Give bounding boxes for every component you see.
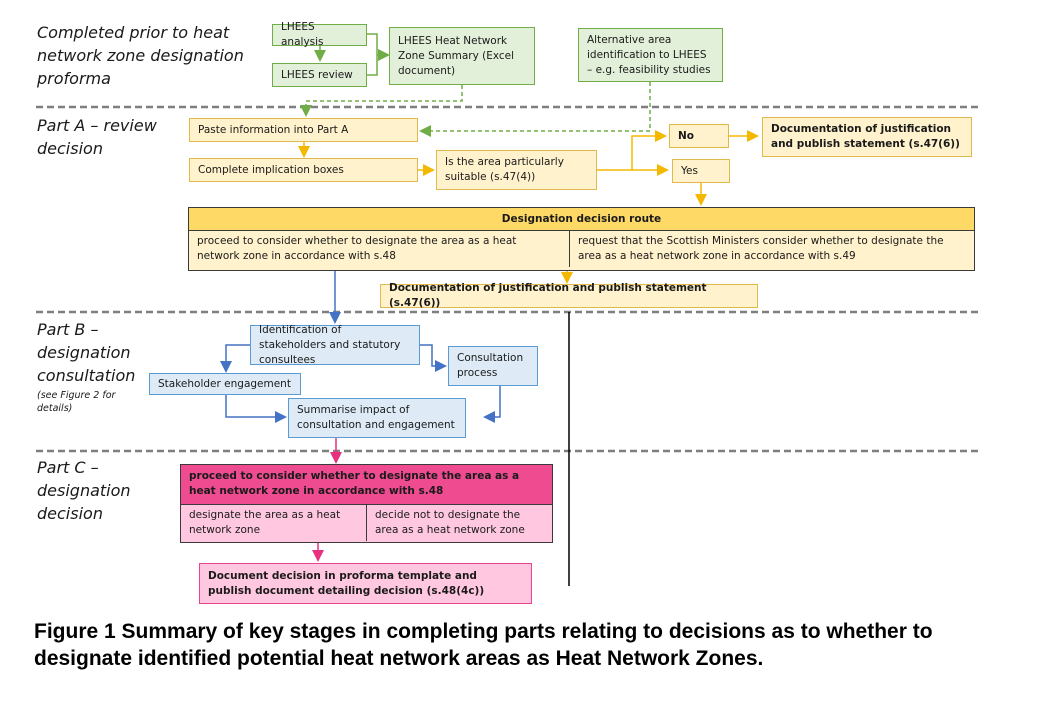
box-route-outcome-statement: Documentation of justification and publi… (380, 282, 758, 309)
box-stakeholder-engagement: Stakeholder engagement (149, 373, 301, 395)
arrow-identification-to-consultation (420, 344, 447, 372)
box-lhees-review: LHEES review (272, 63, 367, 87)
connector-analysis-bracket (367, 33, 378, 76)
box-document-decision: Document decision in proforma template a… (199, 563, 532, 604)
box-summarise-impact: Summarise impact of consultation and eng… (288, 398, 466, 438)
figure-caption: Figure 1 Summary of key stages in comple… (34, 620, 933, 670)
arrow-stakeholder-to-summarise (225, 395, 287, 423)
stage-label-part-c: Part C – designation decision (37, 458, 131, 523)
box-alternative-identification: Alternative area identification to LHEES… (578, 28, 723, 82)
box-identification-stakeholders: Identification of stakeholders and statu… (250, 324, 420, 366)
box-paste-information: Paste information into Part A (189, 118, 418, 142)
box-no-outcome-statement: Documentation of justification and publi… (762, 117, 972, 157)
designation-route-table: Designation decision route proceed to co… (188, 207, 975, 271)
designation-route-header: Designation decision route (189, 208, 974, 231)
route-option-s49: request that the Scottish Ministers cons… (569, 231, 974, 267)
box-lhees-analysis: LHEES analysis (272, 21, 367, 48)
box-consultation-process: Consultation process (448, 346, 538, 386)
box-complete-implication: Complete implication boxes (189, 158, 418, 182)
stage-label-part-b-note: (see Figure 2 for details) (37, 390, 116, 414)
dashed-summary-to-paste (300, 85, 463, 117)
route-option-s48: proceed to consider whether to designate… (197, 235, 517, 262)
box-no: No (669, 124, 729, 148)
arrow-consultation-to-summarise (483, 386, 501, 423)
decision-option-designate: designate the area as a heat network zon… (189, 509, 341, 536)
box-yes: Yes (672, 159, 730, 183)
part-c-header: proceed to consider whether to designate… (181, 465, 552, 505)
stage-label-part-b: Part B – designation consultation (see F… (37, 318, 147, 415)
dashed-alternative-to-paste (419, 82, 651, 137)
stage-label-part-b-title: Part B – designation consultation (37, 320, 136, 385)
box-suitability-question: Is the area particularly suitable (s.47(… (436, 150, 597, 190)
stage-label-prior: Completed prior to heat network zone des… (37, 23, 244, 88)
part-c-decision-table: proceed to consider whether to designate… (180, 464, 553, 543)
box-lhees-summary: LHEES Heat Network Zone Summary (Excel d… (389, 27, 535, 85)
decision-option-not-designate: decide not to designate the area as a he… (366, 505, 552, 541)
arrow-question-to-no (597, 130, 667, 171)
stage-label-part-a: Part A – review decision (37, 116, 157, 158)
arrow-identification-to-stakeholder (220, 344, 250, 373)
